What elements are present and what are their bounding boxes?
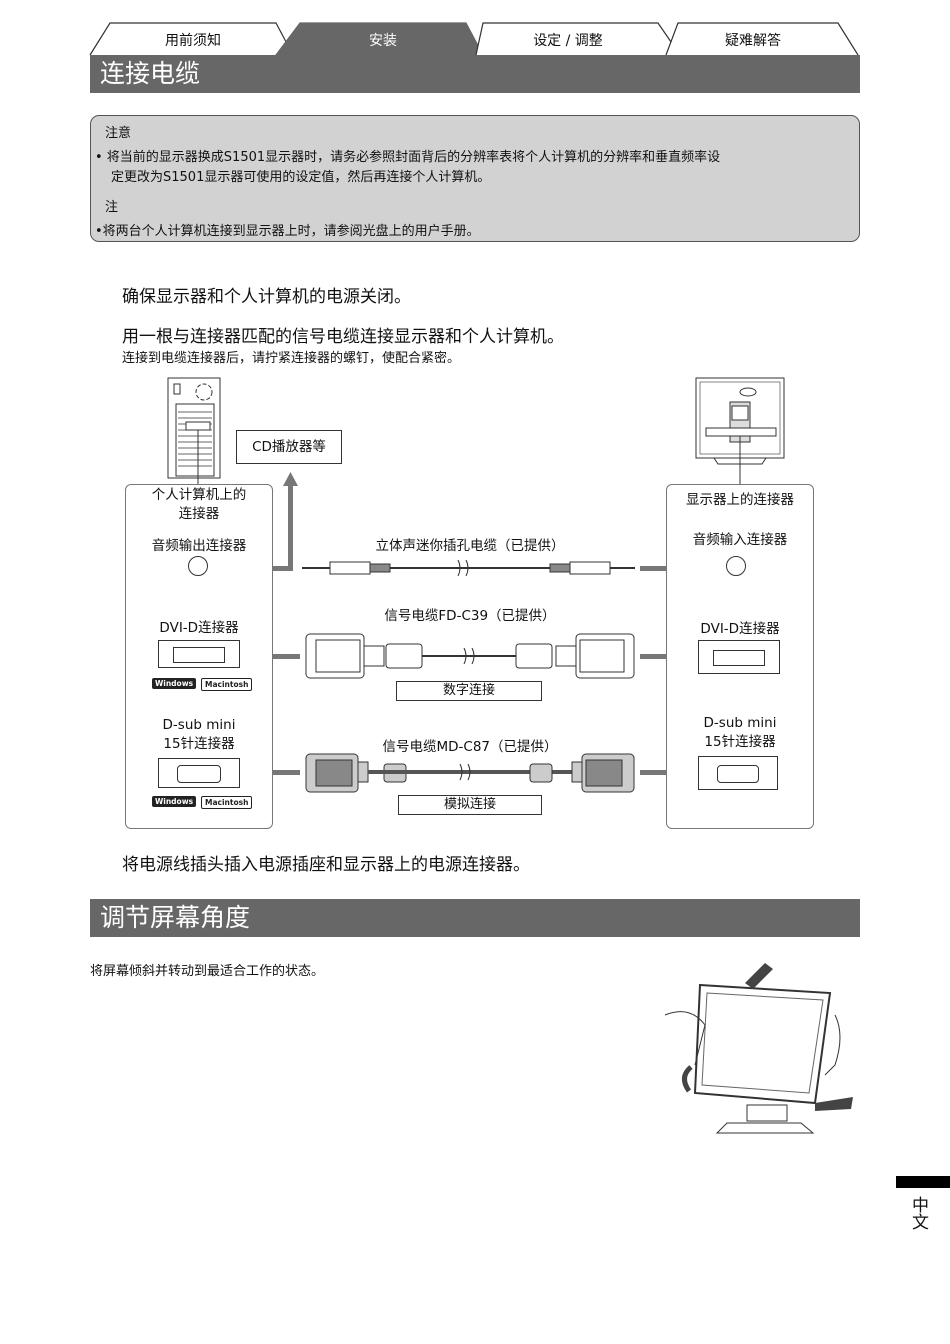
step-2-note: 连接到电缆连接器后，请拧紧连接器的螺钉，使配合紧密。 xyxy=(122,351,461,366)
digital-connection-label: 数字连接 xyxy=(396,681,542,701)
tab-settings[interactable]: 设定 / 调整 xyxy=(533,33,603,49)
notice-text-3: •将两台个人计算机连接到显示器上时，请参阅光盘上的用户手册。 xyxy=(95,224,480,239)
pc-dvi-mac-badge: Macintosh xyxy=(201,678,253,691)
monitor-dvi-port-icon xyxy=(698,640,780,674)
notice-box: 注意 • 将当前的显示器换成S1501显示器时，请务必参照封面背后的分辨率表将个… xyxy=(90,115,860,242)
tab-installation[interactable]: 安装 xyxy=(369,33,397,49)
monitor-dsub-port-icon xyxy=(698,756,778,790)
dvi-cable-illustration xyxy=(305,633,635,679)
pc-audio-label: 音频输出连接器 xyxy=(151,538,247,554)
pc-connectors-panel xyxy=(125,484,273,829)
audio-cable-illustration xyxy=(302,559,635,577)
pc-tower-illustration xyxy=(167,377,221,488)
notice-text-2: 定更改为S1501显示器可使用的设定值，然后再连接个人计算机。 xyxy=(111,170,491,185)
pc-dsub-mac-badge: Macintosh xyxy=(201,796,253,809)
notice-heading-note: 注 xyxy=(105,200,119,215)
pc-dsub-label: D-sub mini 15针连接器 xyxy=(162,717,236,752)
language-tab-bar xyxy=(896,1176,950,1188)
step-1: 确保显示器和个人计算机的电源关闭。 xyxy=(122,287,411,307)
monitor-connectors-panel xyxy=(666,484,814,829)
pc-dvi-windows-badge: Windows xyxy=(152,678,197,689)
pc-dvi-label: DVI-D连接器 xyxy=(159,620,239,636)
monitor-back-illustration xyxy=(695,377,785,488)
pc-dvi-port-icon xyxy=(158,640,240,668)
monitor-dsub-label: D-sub mini 15针连接器 xyxy=(703,715,777,750)
diagram-graphics xyxy=(167,377,785,793)
pc-dsub-port-icon xyxy=(158,758,240,788)
pc-audio-jack-icon xyxy=(188,556,208,576)
step-3: 将电源线插头插入电源插座和显示器上的电源连接器。 xyxy=(122,855,530,875)
screen-angle-text: 将屏幕倾斜并转动到最适合工作的状态。 xyxy=(90,964,325,979)
notice-heading-caution: 注意 xyxy=(105,126,132,141)
top-tab-bar: 用前须知 安装 设定 / 调整 疑难解答 xyxy=(88,20,860,56)
language-label: 中文 xyxy=(908,1196,928,1230)
tab-troubleshooting[interactable]: 疑难解答 xyxy=(725,33,781,49)
tab-before-use[interactable]: 用前须知 xyxy=(165,33,221,49)
pc-panel-title: 个人计算机上的 连接器 xyxy=(151,487,247,522)
section-title-connect-cables: 连接电缆 xyxy=(90,55,860,93)
dvi-cable-label: 信号电缆FD-C39（已提供） xyxy=(384,608,556,624)
dsub-cable-label: 信号电缆MD-C87（已提供） xyxy=(382,739,558,755)
audio-cable-label: 立体声迷你插孔电缆（已提供） xyxy=(375,538,565,554)
monitor-panel-title: 显示器上的连接器 xyxy=(686,492,794,508)
connection-diagram: CD播放器等 个人计算机上的 连接器 音频输出连接器 DVI-D连接器 Wind… xyxy=(120,372,820,834)
pc-dsub-windows-badge: Windows xyxy=(152,796,197,807)
section-title-screen-angle: 调节屏幕角度 xyxy=(90,899,860,937)
analog-connection-label: 模拟连接 xyxy=(398,795,542,815)
monitor-tilt-illustration xyxy=(664,963,853,1134)
cd-player-box: CD播放器等 xyxy=(236,430,342,464)
monitor-dvi-label: DVI-D连接器 xyxy=(700,621,780,637)
dsub-cable-illustration xyxy=(305,753,635,793)
monitor-audio-jack-icon xyxy=(726,556,746,576)
step-2: 用一根与连接器匹配的信号电缆连接显示器和个人计算机。 xyxy=(122,327,564,347)
monitor-audio-label: 音频输入连接器 xyxy=(692,532,788,548)
notice-text-1: • 将当前的显示器换成S1501显示器时，请务必参照封面背后的分辨率表将个人计算… xyxy=(95,150,721,165)
